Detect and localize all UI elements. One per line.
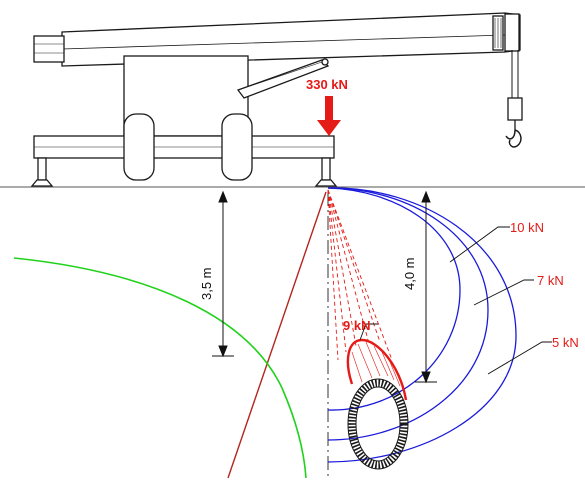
luffing-cylinder xyxy=(236,59,330,99)
contour-7kn xyxy=(327,187,489,441)
contour-9kn-hatch xyxy=(351,341,401,387)
depth-label-left: 3,5 m xyxy=(199,267,214,300)
contour-label-7kn: 7 kN xyxy=(537,273,564,288)
contour-10kn xyxy=(327,187,461,411)
depth-dimension-left xyxy=(212,190,234,358)
load-label: 330 kN xyxy=(306,77,348,92)
contour-label-9kn: 9 kN xyxy=(343,318,370,333)
hook-icon xyxy=(505,129,522,148)
load-arrow xyxy=(317,96,341,136)
hook-block xyxy=(507,97,523,121)
wheel xyxy=(123,113,155,181)
depth-label-right: 4,0 m xyxy=(402,257,417,290)
contour-9kn xyxy=(346,338,408,401)
counterweight xyxy=(33,35,65,63)
slope-line xyxy=(227,191,327,479)
contour-leaders xyxy=(359,226,552,375)
outrigger-left xyxy=(37,157,47,181)
contour-5kn xyxy=(327,187,517,463)
stress-contours xyxy=(327,187,517,463)
crane xyxy=(30,12,523,187)
outrigger-right xyxy=(321,157,331,181)
depth-dimension-right xyxy=(415,190,437,384)
contour-label-10kn: 10 kN xyxy=(510,220,544,235)
load-spread-rays xyxy=(327,189,393,361)
crane-boom xyxy=(61,12,521,67)
contour-label-5kn: 5 kN xyxy=(552,335,579,350)
tunnel-lining xyxy=(347,378,409,470)
green-curve xyxy=(13,257,307,479)
wheel xyxy=(221,113,253,181)
